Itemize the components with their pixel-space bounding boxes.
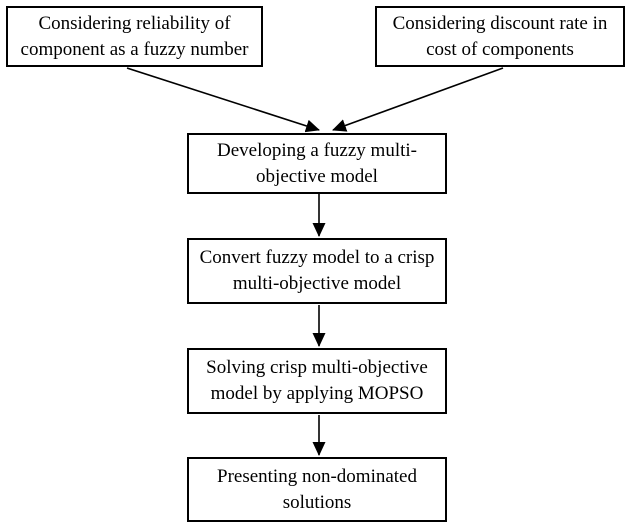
node-label-develop-fuzzy-model: Developing a fuzzy multi- objective mode…	[217, 139, 417, 187]
arrow-discount-to-develop	[332, 67, 504, 132]
flow-node-develop-fuzzy-model: Developing a fuzzy multi- objective mode…	[187, 133, 447, 194]
node-label-present-solutions: Presenting non-dominated solutions	[217, 465, 417, 513]
flow-node-present-solutions: Presenting non-dominated solutions	[187, 457, 447, 522]
node-label-solve-mopso: Solving crisp multi-objective model by a…	[206, 357, 428, 404]
flow-node-solve-mopso: Solving crisp multi-objective model by a…	[187, 348, 447, 414]
node-label-discount-rate: Considering discount rate in cost of com…	[392, 12, 608, 60]
flow-node-reliability-fuzzy: Considering reliability of component as …	[6, 6, 263, 67]
flow-node-discount-rate: Considering discount rate in cost of com…	[375, 6, 625, 67]
arrow-reliability-to-develop	[126, 67, 320, 133]
node-label-convert-crisp-model: Convert fuzzy model to a crisp multi-obj…	[199, 247, 435, 294]
flow-node-convert-crisp-model: Convert fuzzy model to a crisp multi-obj…	[187, 238, 447, 304]
node-label-reliability-fuzzy: Considering reliability of component as …	[20, 12, 249, 60]
